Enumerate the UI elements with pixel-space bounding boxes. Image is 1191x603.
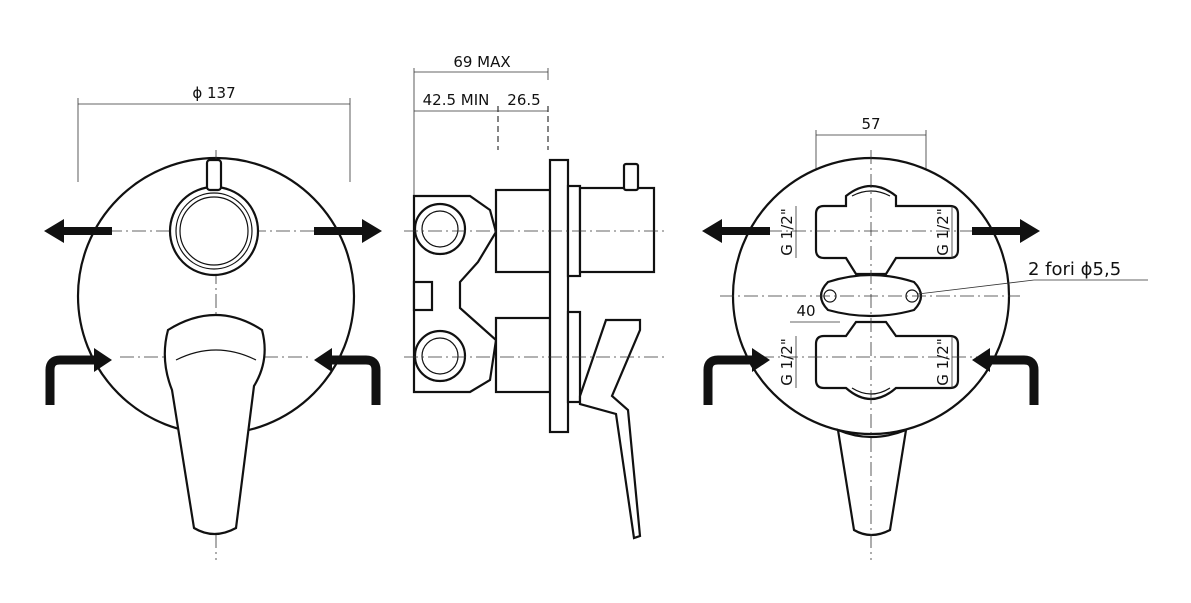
diverter-lever [205, 158, 223, 192]
rear-view: 57 G 1/2" G 1/2" G 1/2" G 1/2" 40 [702, 115, 1148, 560]
inlet-arrow-left [94, 348, 112, 372]
rear-outlet-arrow-right [972, 219, 1040, 243]
inlet-spacing-label: 57 [861, 115, 880, 133]
upper-body-arc [851, 190, 891, 197]
handle-offset-label: 26.5 [507, 91, 540, 109]
upper-inlet-body [814, 184, 960, 276]
max-depth-label: 69 MAX [453, 53, 510, 71]
thread-label-top-left: G 1/2" [778, 208, 796, 255]
lower-cartridge [494, 316, 552, 394]
mixer-handle [163, 314, 266, 536]
side-view: 69 MAX 42.5 MIN 26.5 [404, 53, 664, 540]
mount-spacing-label: 40 [796, 302, 815, 320]
inlet-pipe-right [330, 355, 381, 405]
diverter-knob-outer [168, 185, 260, 277]
thread-label-bottom-left: G 1/2" [778, 338, 796, 385]
diverter-knob-inner [179, 196, 249, 266]
diverter-side [578, 186, 656, 274]
rear-inlet-pipe-left [703, 355, 754, 405]
outlet-arrow-right [314, 219, 382, 243]
handle-side [578, 318, 642, 540]
rear-outlet-arrow-left [702, 219, 770, 243]
upper-fitting-inner [421, 210, 459, 248]
rear-inlet-arrow-left [752, 348, 770, 372]
lower-inlet-body [814, 320, 960, 401]
thread-label-bottom-right: G 1/2" [934, 338, 952, 385]
wall-plate-section [548, 158, 570, 434]
diverter-knob-ring [175, 192, 253, 270]
inlet-arrow-right [314, 348, 332, 372]
rear-handle-tip [836, 428, 908, 537]
diameter-label: ϕ 137 [192, 84, 235, 102]
mixer-handle-edge [175, 349, 257, 361]
lower-fitting-inner [421, 337, 459, 375]
outlet-arrow-left [44, 219, 112, 243]
thread-label-top-right: G 1/2" [934, 208, 952, 255]
inlet-pipe-left [45, 355, 96, 405]
rear-inlet-arrow-right [972, 348, 990, 372]
diverter-lever-side [622, 162, 640, 192]
holes-leader-line [917, 279, 1035, 295]
mount-holes-label: 2 fori ϕ5,5 [1028, 259, 1121, 280]
side-plug [412, 280, 434, 312]
min-depth-label: 42.5 MIN [423, 91, 490, 109]
rear-inlet-pipe-right [988, 355, 1039, 405]
front-view: ϕ 137 [44, 84, 382, 560]
